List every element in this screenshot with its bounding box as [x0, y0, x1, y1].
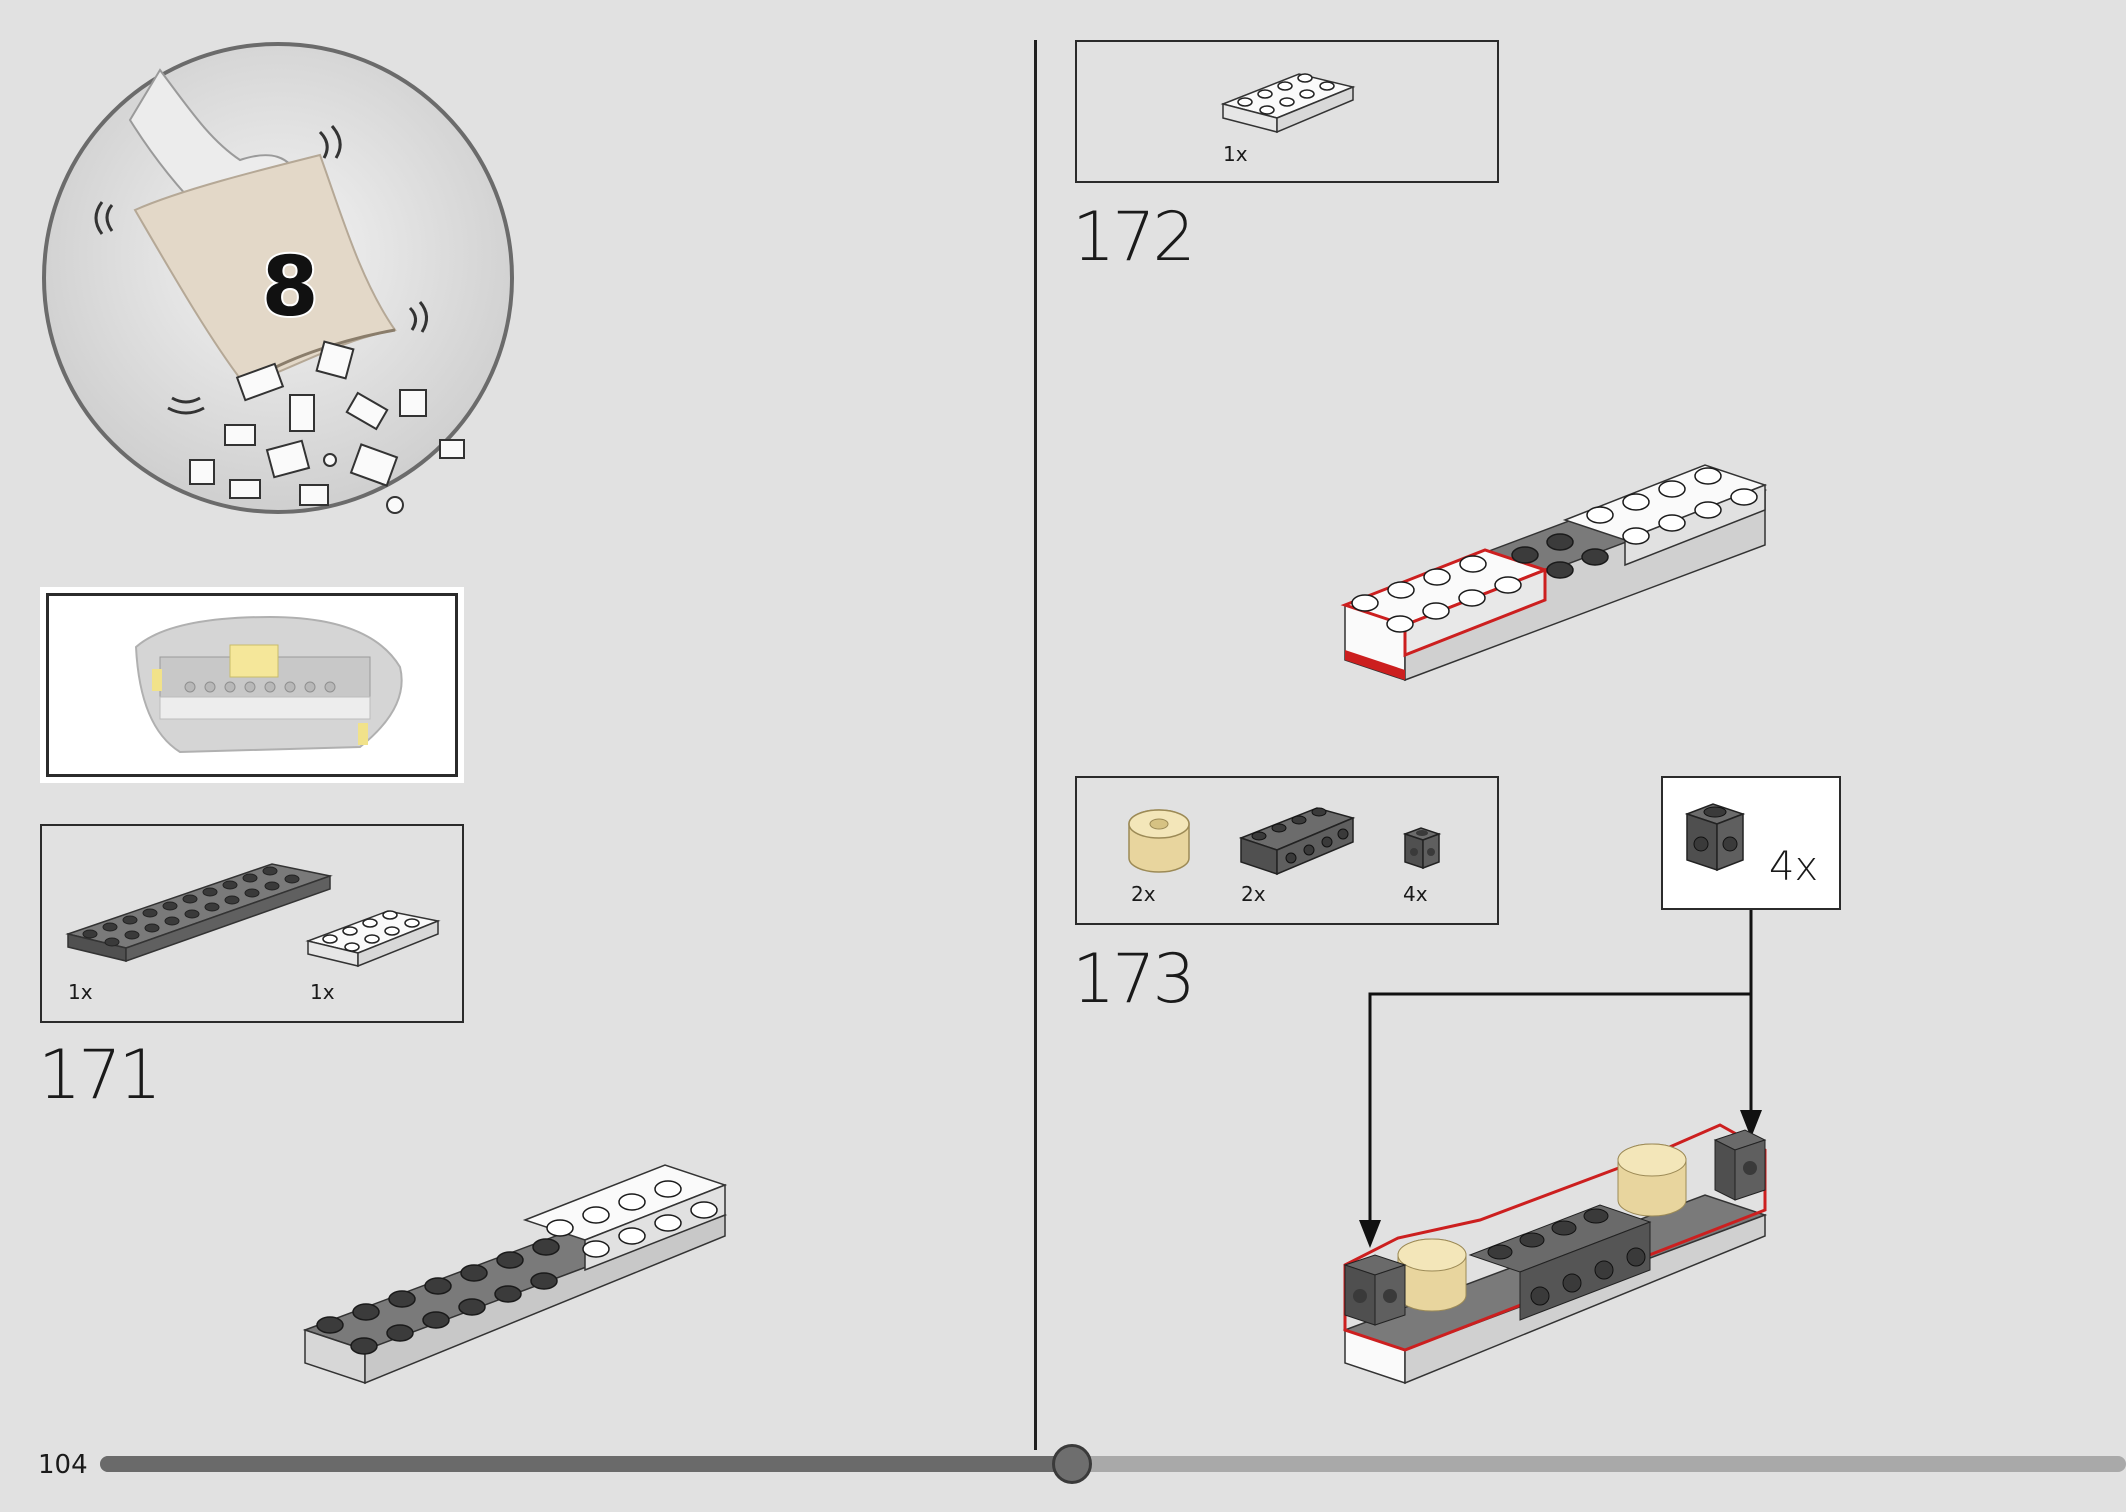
- callout-quantity: 4x: [1769, 844, 1819, 890]
- dark-gray-brick-1x4-studs-icon: [1238, 807, 1356, 876]
- page-number: 104: [38, 1450, 88, 1480]
- part-quantity: 1x: [310, 980, 335, 1004]
- dark-gray-plate-2x10-icon: [65, 863, 333, 963]
- bag-open-illustration: 8: [40, 40, 516, 516]
- progress-fill: [100, 1456, 1072, 1472]
- step-number: 171: [38, 1036, 162, 1115]
- step-number: 172: [1072, 198, 1196, 277]
- part-quantity: 1x: [68, 980, 93, 1004]
- white-plate-2x4-icon: [305, 910, 441, 968]
- submodel-preview: [40, 587, 464, 783]
- tan-round-brick-2x2-icon: [1128, 809, 1190, 873]
- part-quantity: 4x: [1403, 882, 1428, 906]
- dark-gray-brick-1x1-studs-icon: [1402, 827, 1442, 870]
- step-number: 173: [1072, 940, 1196, 1019]
- submodel-icon: [134, 615, 403, 754]
- progress-knob[interactable]: [1052, 1444, 1092, 1484]
- part-quantity: 2x: [1241, 882, 1266, 906]
- page-divider: [1034, 40, 1037, 1450]
- step-173-parts-list: 2x 2x 4x: [1075, 776, 1499, 925]
- bag-circle-icon: [42, 42, 514, 514]
- submodel-callout: 4x: [1661, 776, 1841, 910]
- dark-gray-brick-1x1-studs-icon: [1684, 803, 1746, 872]
- bag-number: 8: [259, 238, 320, 337]
- part-quantity: 2x: [1131, 882, 1156, 906]
- step-171-parts-list: 1x 1x: [40, 824, 464, 1023]
- step-172-parts-list: 1x: [1075, 40, 1499, 183]
- white-plate-2x4-icon: [1220, 73, 1356, 134]
- part-quantity: 1x: [1223, 142, 1248, 166]
